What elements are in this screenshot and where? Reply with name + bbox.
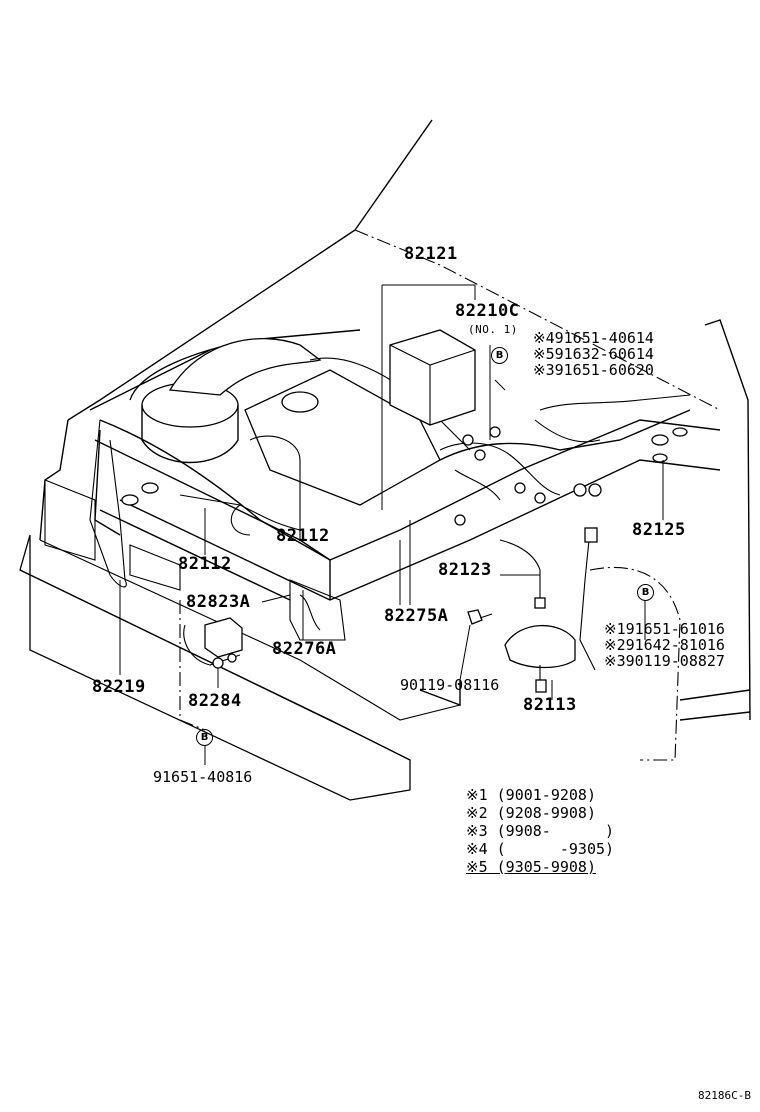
part-82123: 82123 bbox=[438, 560, 492, 580]
part-ref-2: ※591632-60614 bbox=[533, 345, 654, 363]
note-5: ※5 (9305-9908) bbox=[466, 858, 596, 876]
part-ref-1: ※491651-40614 bbox=[533, 329, 654, 347]
part-82121: 82121 bbox=[404, 244, 458, 264]
part-ref-b1: ※191651-61016 bbox=[604, 620, 725, 638]
figure-code: 82186C-B bbox=[698, 1089, 751, 1102]
note-2: ※2 (9208-9908) bbox=[466, 804, 596, 822]
part-82823a: 82823A bbox=[186, 592, 251, 612]
part-82276a: 82276A bbox=[272, 639, 337, 659]
part-91651-40816: 91651-40816 bbox=[153, 768, 253, 786]
note-1: ※1 (9001-9208) bbox=[466, 786, 596, 804]
part-82112-lower: 82112 bbox=[178, 554, 232, 574]
part-82275a: 82275A bbox=[384, 606, 449, 626]
marker-b-icon: B bbox=[637, 584, 654, 601]
part-82210c: 82210C bbox=[455, 301, 520, 321]
part-82219: 82219 bbox=[92, 677, 146, 697]
part-90119-08116: 90119-08116 bbox=[400, 676, 500, 694]
part-82112-upper: 82112 bbox=[276, 526, 330, 546]
part-82284: 82284 bbox=[188, 691, 242, 711]
note-4: ※4 ( -9305) bbox=[466, 840, 615, 858]
note-3: ※3 (9908- ) bbox=[466, 822, 615, 840]
part-ref-3: ※391651-60620 bbox=[533, 361, 654, 379]
marker-b-icon: B bbox=[491, 347, 508, 364]
part-82210c-note: (NO. 1) bbox=[468, 323, 518, 336]
part-82113: 82113 bbox=[523, 695, 577, 715]
part-ref-b2: ※291642-81016 bbox=[604, 636, 725, 654]
part-ref-b3: ※390119-08827 bbox=[604, 652, 725, 670]
part-82125: 82125 bbox=[632, 520, 686, 540]
marker-b-icon: B bbox=[196, 729, 213, 746]
